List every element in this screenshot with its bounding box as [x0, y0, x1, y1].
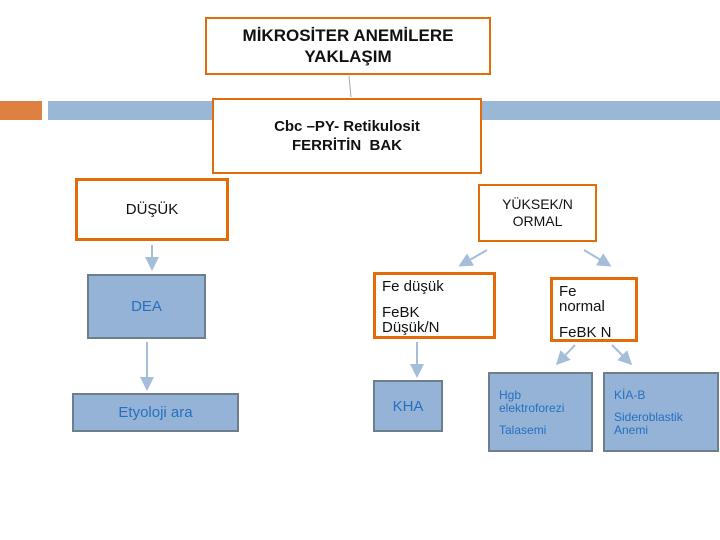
hgb-elektroforezi-box: Hgb elektroforezi Talasemi — [488, 372, 593, 452]
fe-dusuk-line-3: Düşük/N — [382, 319, 440, 336]
fe-dusuk-line-2: FeBK — [382, 304, 420, 321]
arrow-yuksek-to-fenormal — [583, 249, 612, 267]
hgb-line-2: Talasemi — [499, 423, 547, 437]
kia-line-2: Sideroblastik Anemi — [614, 410, 683, 437]
etyoloji-box: Etyoloji ara — [72, 393, 239, 432]
title-line-1: MİKROSİTER ANEMİLERE — [242, 26, 454, 45]
fe-dusuk-box: Fe düşük FeBK Düşük/N — [373, 272, 496, 339]
dea-label: DEA — [131, 298, 162, 315]
cbc-ferritin-box: Cbc –PY- Retikulosit FERRİTİN BAK — [212, 98, 482, 174]
kia-line-1: KİA-B — [614, 388, 646, 402]
fe-normal-line-2: normal — [559, 298, 605, 315]
title-line-2: YAKLAŞIM — [304, 47, 392, 66]
etyoloji-label: Etyoloji ara — [118, 404, 193, 421]
cbc-line-2: FERRİTİN BAK — [292, 137, 402, 154]
hgb-line-1: Hgb elektroforezi — [499, 388, 565, 415]
header-band-orange-segment — [0, 101, 42, 120]
fe-normal-line-1: Fe — [559, 283, 577, 300]
title-box: MİKROSİTER ANEMİLERE YAKLAŞIM — [205, 17, 491, 75]
kha-label: KHA — [392, 397, 424, 415]
title-to-cbc-connector — [348, 75, 352, 98]
fe-dusuk-line-1: Fe düşük — [382, 278, 444, 295]
arrow-fenormal-to-kia — [611, 344, 633, 366]
fe-normal-box: Fe normal FeBK N — [550, 277, 638, 342]
arrow-yuksek-to-fedusuk — [458, 249, 488, 267]
dea-box: DEA — [87, 274, 206, 339]
kha-box: KHA — [373, 380, 443, 432]
dusuk-label: DÜŞÜK — [125, 201, 179, 218]
dusuk-box: DÜŞÜK — [75, 178, 229, 241]
kia-b-box: KİA-B Sideroblastik Anemi — [603, 372, 719, 452]
yuksek-line-1: YÜKSEK/N — [502, 196, 573, 212]
fe-normal-line-3: FeBK N — [559, 324, 612, 341]
yuksek-normal-box: YÜKSEK/N ORMAL — [478, 184, 597, 242]
arrow-fenormal-to-hgb — [555, 344, 576, 366]
cbc-line-1: Cbc –PY- Retikulosit — [274, 118, 420, 135]
yuksek-line-2: ORMAL — [512, 213, 563, 229]
